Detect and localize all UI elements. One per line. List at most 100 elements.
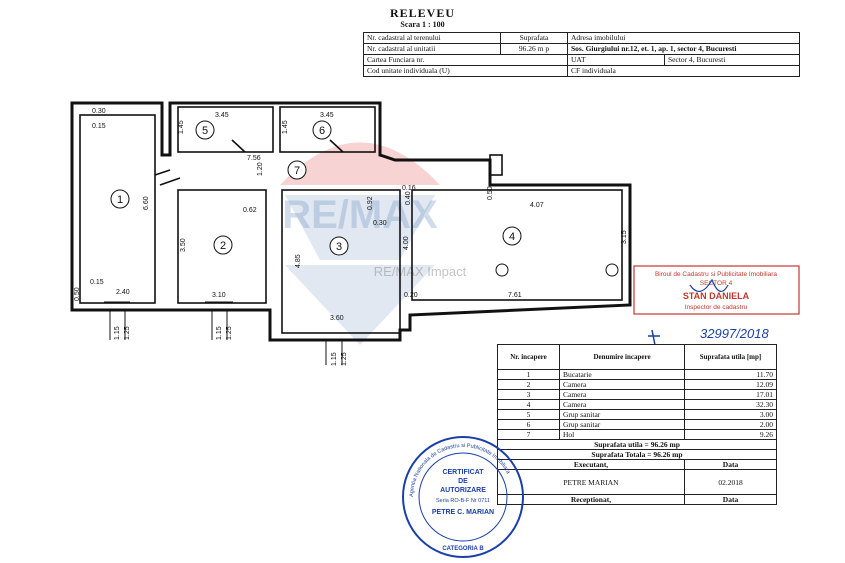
cell: 32.30 bbox=[684, 399, 777, 410]
dimension-lines bbox=[104, 301, 343, 365]
dim-label: 1.45 bbox=[178, 120, 185, 134]
dim-label: 1.15 bbox=[331, 352, 338, 366]
cell: 3.00 bbox=[684, 409, 777, 420]
dim-label: 1.25 bbox=[124, 326, 131, 340]
cell: Grup sanitar bbox=[559, 419, 685, 430]
dim-label: 4.85 bbox=[295, 254, 302, 268]
watermark-logo: RE/MAX bbox=[282, 193, 438, 237]
receptionat-row: Receptionat,Data bbox=[497, 494, 777, 505]
room-number-1: 1 bbox=[117, 194, 123, 206]
cell: 2 bbox=[497, 379, 560, 390]
receptionat-date-label: Data bbox=[684, 494, 777, 505]
table-header-row: Nr. incapere Denumire incapere Suprafata… bbox=[497, 344, 777, 370]
date-label: Data bbox=[684, 459, 777, 470]
dim-label: 1.25 bbox=[226, 326, 233, 340]
dim-label: 3.50 bbox=[180, 238, 187, 252]
dim-label: 3.45 bbox=[320, 112, 334, 119]
dim-label: 0.62 bbox=[243, 207, 257, 214]
stamp-l6: CATEGORIA B bbox=[442, 546, 484, 552]
rooms-table: Nr. incapere Denumire incapere Suprafata… bbox=[497, 344, 777, 505]
dim-label: 6.60 bbox=[143, 196, 150, 210]
total-util: Suprafata utila = 96.26 mp bbox=[497, 439, 777, 450]
dim-label: 3.60 bbox=[330, 315, 344, 322]
dim-label: 1.25 bbox=[341, 352, 348, 366]
stamp-l1: CERTIFICAT bbox=[442, 469, 484, 476]
remax-watermark bbox=[280, 142, 440, 345]
dim-label: 3.45 bbox=[215, 112, 229, 119]
dim-label: 3.15 bbox=[621, 230, 628, 244]
cell: 12.09 bbox=[684, 379, 777, 390]
cell: Grup sanitar bbox=[559, 409, 685, 420]
header-cell: CF individuala bbox=[567, 65, 800, 77]
dim-label: 1.20 bbox=[257, 162, 264, 176]
dim-label: 0.30 bbox=[373, 220, 387, 227]
executant-row: Executant,Data bbox=[497, 459, 777, 470]
cell: 11.70 bbox=[684, 369, 777, 380]
dim-label: 3.10 bbox=[212, 292, 226, 299]
interior-walls bbox=[79, 106, 623, 334]
cell: Bucatarie bbox=[559, 369, 685, 380]
watermark-text: RE/MAX Impact bbox=[374, 264, 467, 279]
dim-label: 7.56 bbox=[247, 155, 261, 162]
room-number-4: 4 bbox=[509, 231, 515, 243]
dim-label: 0.16 bbox=[402, 185, 416, 192]
total-row: Suprafata Totala = 96.26 mp bbox=[497, 449, 777, 460]
cell: 4 bbox=[497, 399, 560, 410]
dim-label: 4.00 bbox=[403, 236, 410, 250]
cell: Camera bbox=[559, 379, 685, 390]
header-row: Cod unitate individuala (U) CF individua… bbox=[363, 65, 800, 77]
header-table: Nr. cadastral al terenului Suprafata Adr… bbox=[363, 32, 800, 77]
cell: Hol bbox=[559, 429, 685, 440]
dim-label: 2.40 bbox=[116, 289, 130, 296]
cell: 2.00 bbox=[684, 419, 777, 430]
room-number-3: 3 bbox=[336, 241, 342, 253]
room-number-6: 6 bbox=[319, 125, 325, 137]
cell: 3 bbox=[497, 389, 560, 400]
document-title: RELEVEU bbox=[389, 6, 455, 20]
stamp-role: Inspector de cadastru bbox=[685, 304, 748, 311]
cell: 5 bbox=[497, 409, 560, 420]
dim-label: 0.50 bbox=[74, 287, 81, 301]
document-scale: Scara 1 : 100 bbox=[400, 20, 445, 29]
dim-label: 1.45 bbox=[282, 120, 289, 134]
col-header: Denumire incapere bbox=[559, 344, 685, 370]
dim-label: 0.20 bbox=[404, 292, 418, 299]
registration-number: 32997/2018 bbox=[700, 326, 769, 341]
dim-label: 0.92 bbox=[367, 196, 374, 210]
signature bbox=[689, 278, 729, 292]
signature-mark bbox=[648, 329, 660, 346]
room-number-7: 7 bbox=[294, 165, 300, 177]
cell: 6 bbox=[497, 419, 560, 430]
dim-label: 0.30 bbox=[92, 108, 106, 115]
cell: 9.26 bbox=[684, 429, 777, 440]
dim-label: 0.15 bbox=[90, 279, 104, 286]
walls bbox=[70, 101, 632, 342]
dim-label: 7.61 bbox=[508, 292, 522, 299]
room-number-5: 5 bbox=[202, 125, 208, 137]
authorization-stamp: Agentia Nationala de Cadastru si Publici… bbox=[402, 436, 524, 558]
col-header: Suprafata utila [mp] bbox=[684, 344, 777, 370]
dim-label: 1.15 bbox=[114, 326, 121, 340]
stamp-line1: Biroul de Cadastru si Publicitate Imobil… bbox=[655, 271, 777, 278]
cell: 17.01 bbox=[684, 389, 777, 400]
room-number-2: 2 bbox=[220, 240, 226, 252]
stamp-l3: AUTORIZARE bbox=[440, 487, 486, 494]
dim-label: 4.07 bbox=[530, 202, 544, 209]
executant-date: 02.2018 bbox=[684, 469, 777, 495]
stamp-l4: Seria RO-B-F Nr 0711 bbox=[436, 498, 490, 504]
stamp-line2: SECTOR 4 bbox=[700, 280, 733, 287]
stamp-l5: PETRE C. MARIAN bbox=[432, 509, 494, 516]
inspector-stamp bbox=[633, 265, 800, 315]
cell: 1 bbox=[497, 369, 560, 380]
total-totala: Suprafata Totala = 96.26 mp bbox=[497, 449, 777, 460]
dim-label: 1.15 bbox=[216, 326, 223, 340]
stamp-l2: DE bbox=[458, 478, 468, 485]
